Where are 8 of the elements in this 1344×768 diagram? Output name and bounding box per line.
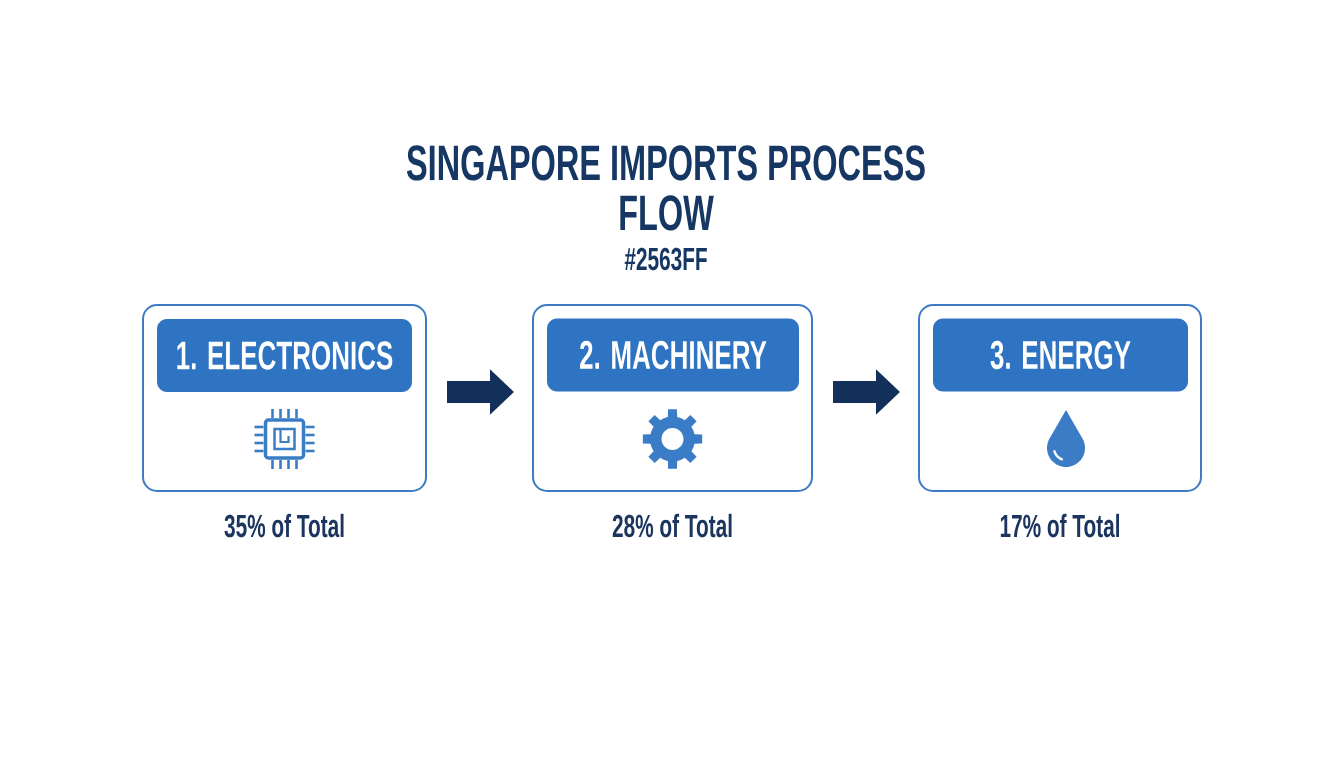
- title: SINGAPORE IMPORTS PROCESS FLOW: [406, 145, 925, 231]
- share-label: 28% of Total: [612, 513, 732, 538]
- subtitle: #2563FF: [624, 247, 707, 271]
- share-label: 17% of Total: [1000, 513, 1119, 538]
- category-header: 1. ELECTRONICS: [157, 319, 412, 392]
- category-header: 3. ENERGY: [933, 318, 1188, 392]
- share-label: 35% of Total: [224, 513, 344, 538]
- category-header: 2. MACHINERY: [547, 318, 799, 392]
